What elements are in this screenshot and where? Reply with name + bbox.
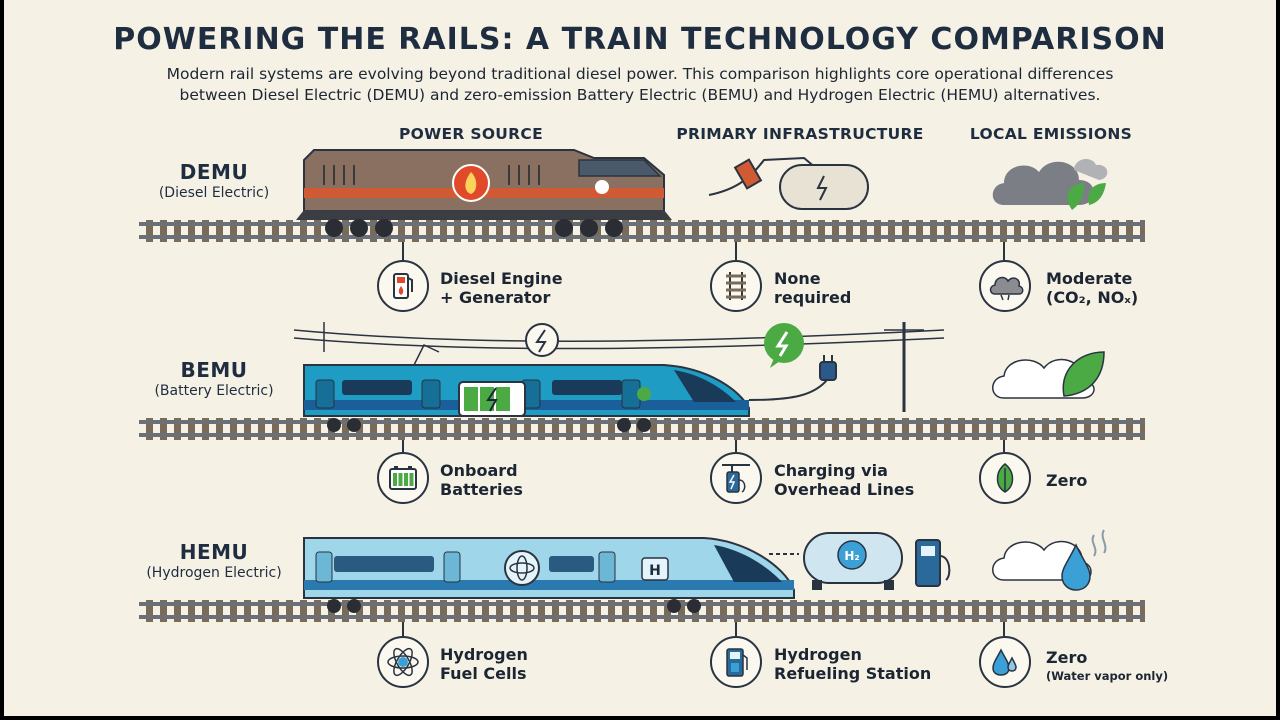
water-cloud-illustration xyxy=(992,529,1107,591)
power-source-hemu-line2: Fuel Cells xyxy=(440,664,527,683)
track-icon xyxy=(710,260,762,312)
power-source-demu-line1: Diesel Engine xyxy=(440,269,563,288)
emissions-hemu-line1: Zero xyxy=(1046,648,1088,667)
infrastructure-demu-line2: required xyxy=(774,288,852,307)
power-source-demu-line2: + Generator xyxy=(440,288,551,307)
infrastructure-hemu-line2: Refueling Station xyxy=(774,664,932,683)
hydrogen-tank-label: H₂ xyxy=(844,549,859,563)
connector-line xyxy=(1003,440,1005,452)
connector-line xyxy=(735,622,737,636)
h2-pump-icon xyxy=(710,636,762,688)
infrastructure-demu-line1: None xyxy=(774,269,821,288)
infrastructure-bemu: Charging via Overhead Lines xyxy=(774,461,914,499)
hydrogen-tank: H₂ xyxy=(769,532,903,590)
clean-cloud-illustration xyxy=(992,351,1105,399)
infrastructure-hemu: Hydrogen Refueling Station xyxy=(774,645,931,683)
column-header-infrastructure: PRIMARY INFRASTRUCTURE xyxy=(676,125,924,143)
water-drop-icon xyxy=(979,636,1031,688)
subtitle-line-2: between Diesel Electric (DEMU) and zero-… xyxy=(179,86,1101,104)
connector-line xyxy=(1003,622,1005,636)
atom-icon xyxy=(377,636,429,688)
page-title: POWERING THE RAILS: A TRAIN TECHNOLOGY C… xyxy=(113,22,1167,57)
row-name-bemu: BEMU xyxy=(180,358,248,382)
connector-line xyxy=(402,242,404,260)
infrastructure-demu: None required xyxy=(774,269,851,307)
column-header-emissions: LOCAL EMISSIONS xyxy=(969,125,1133,143)
infographic-page: POWERING THE RAILS: A TRAIN TECHNOLOGY C… xyxy=(4,0,1276,716)
hydrogen-logo-text: H xyxy=(649,563,661,579)
connector-line xyxy=(735,242,737,260)
track-hemu xyxy=(139,600,1145,622)
power-source-hemu: Hydrogen Fuel Cells xyxy=(440,645,528,683)
emissions-hemu: Zero (Water vapor only) xyxy=(1046,648,1168,686)
connector-line xyxy=(402,440,404,452)
power-source-bemu: Onboard Batteries xyxy=(440,461,523,499)
subtitle-line-1: Modern rail systems are evolving beyond … xyxy=(166,65,1114,83)
emissions-demu: Moderate (CO₂, NOₓ) xyxy=(1046,269,1138,307)
hydrogen-pump xyxy=(915,539,951,587)
diesel-locomotive xyxy=(296,149,672,237)
emissions-bemu-line1: Zero xyxy=(1046,471,1088,490)
storage-tank xyxy=(779,164,869,210)
power-source-bemu-line1: Onboard xyxy=(440,461,518,480)
power-source-demu: Diesel Engine + Generator xyxy=(440,269,563,307)
power-source-bemu-line2: Batteries xyxy=(440,480,523,499)
power-source-hemu-line1: Hydrogen xyxy=(440,645,528,664)
charging-bubble xyxy=(764,323,804,368)
emissions-hemu-line2: (Water vapor only) xyxy=(1046,669,1169,683)
row-full-bemu: (Battery Electric) xyxy=(154,383,274,399)
smoke-cloud-icon xyxy=(979,260,1031,312)
fuel-pump-icon xyxy=(377,260,429,312)
connector-line xyxy=(735,440,737,452)
charger-icon xyxy=(710,452,762,504)
emissions-demu-line1: Moderate xyxy=(1046,269,1133,288)
column-header-power-source: POWER SOURCE xyxy=(399,125,543,143)
connector-line xyxy=(402,622,404,636)
diesel-fuel-nozzle xyxy=(708,156,817,196)
track-demu xyxy=(139,220,1145,242)
charging-plug xyxy=(748,355,837,401)
emissions-demu-line2: (CO₂, NOₓ) xyxy=(1046,288,1139,307)
row-full-hemu: (Hydrogen Electric) xyxy=(146,565,282,581)
row-name-hemu: HEMU xyxy=(179,540,249,564)
infrastructure-bemu-line1: Charging via xyxy=(774,461,888,480)
leaf-icon xyxy=(979,452,1031,504)
train-scene-illustration: H H₂ xyxy=(139,149,1145,622)
hydrogen-electric-train: H xyxy=(303,537,795,613)
infrastructure-bemu-line2: Overhead Lines xyxy=(774,480,915,499)
connector-line xyxy=(1003,242,1005,260)
overhead-catenary xyxy=(293,322,945,412)
smoke-cloud-illustration xyxy=(992,158,1108,210)
row-full-demu: (Diesel Electric) xyxy=(158,185,270,201)
battery-icon xyxy=(377,452,429,504)
row-name-demu: DEMU xyxy=(179,160,249,184)
battery-electric-train xyxy=(303,364,750,432)
infrastructure-hemu-line1: Hydrogen xyxy=(774,645,862,664)
emissions-bemu: Zero xyxy=(1046,471,1087,490)
